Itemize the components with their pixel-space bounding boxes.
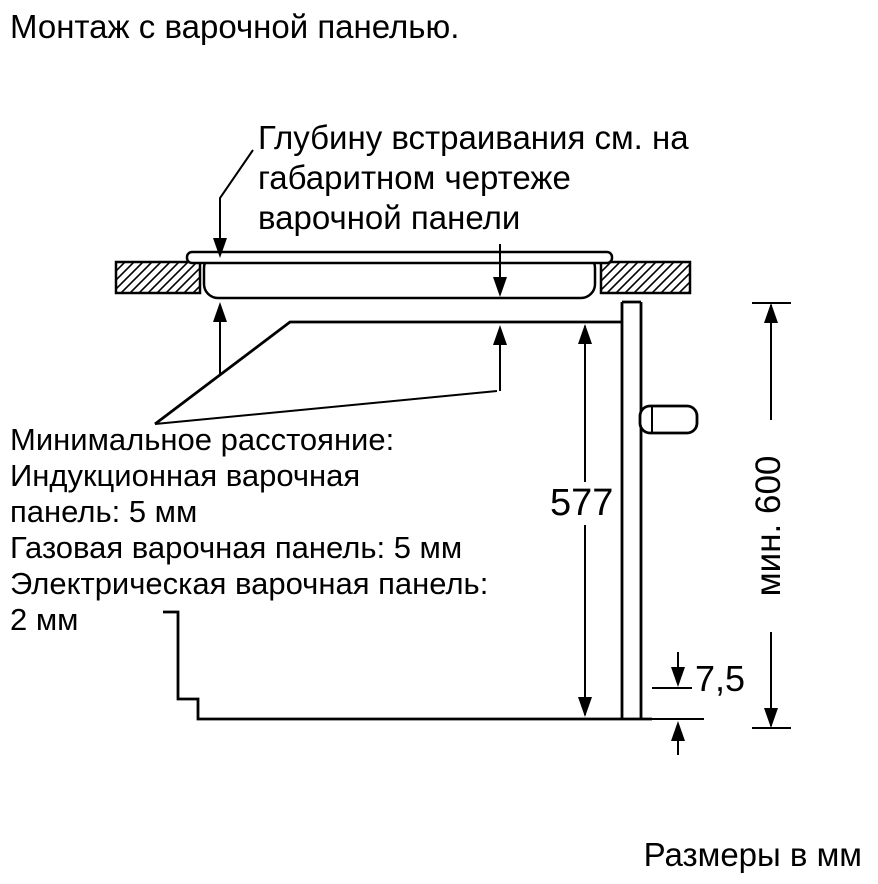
min-distance-note: Минимальное расстояние: Индукционная вар…: [10, 422, 488, 638]
dim-75-arrow-bottom: [671, 721, 685, 741]
dim-niche-height-label: мин. 600: [746, 420, 792, 632]
countertop-right: [599, 260, 692, 295]
dim-oven-height-label: 577: [544, 482, 620, 525]
dim-600-arrow-top: [764, 303, 778, 323]
dim-600-arrow-bottom: [764, 708, 778, 728]
depth-arrow-center: [493, 277, 507, 297]
min-dist-leader: [154, 344, 501, 425]
min-distance-line: Индукционная варочная: [10, 458, 361, 493]
depth-leader-left: [219, 149, 254, 240]
units-note: Размеры в мм: [643, 836, 862, 873]
min-distance-line: Газовая варочная панель: 5 мм: [10, 530, 463, 565]
oven-door-handle: [638, 404, 699, 435]
min-dist-arrow-left: [213, 302, 227, 322]
page-title: Монтаж с варочной панелью.: [10, 8, 460, 45]
hob-depth-note: Глубину встраивания см. на габаритном че…: [258, 118, 689, 238]
oven-bottom-edge: [163, 610, 652, 721]
oven-top-edge: [154, 320, 622, 426]
min-dist-arrow-center: [493, 325, 507, 345]
countertop-left: [114, 260, 202, 295]
min-distance-line: 2 мм: [10, 602, 79, 637]
dim-577-arrow-top: [578, 324, 592, 344]
dim-577-arrow-bottom: [578, 697, 592, 717]
min-distance-line: Электрическая варочная панель:: [10, 566, 489, 601]
hob-depth-note-line: Глубину встраивания см. на: [258, 119, 689, 156]
hob-flange: [185, 250, 614, 265]
dim-75-arrow-top: [671, 667, 685, 687]
hob-depth-note-line: варочной панели: [258, 199, 521, 236]
hob-depth-note-line: габаритном чертеже: [258, 159, 571, 196]
dim-door-gap-label: 7,5: [692, 658, 749, 700]
oven-right-wall: [620, 300, 643, 719]
min-distance-line: панель: 5 мм: [10, 494, 198, 529]
min-distance-line: Минимальное расстояние:: [10, 422, 395, 457]
depth-arrow-left: [213, 238, 227, 258]
